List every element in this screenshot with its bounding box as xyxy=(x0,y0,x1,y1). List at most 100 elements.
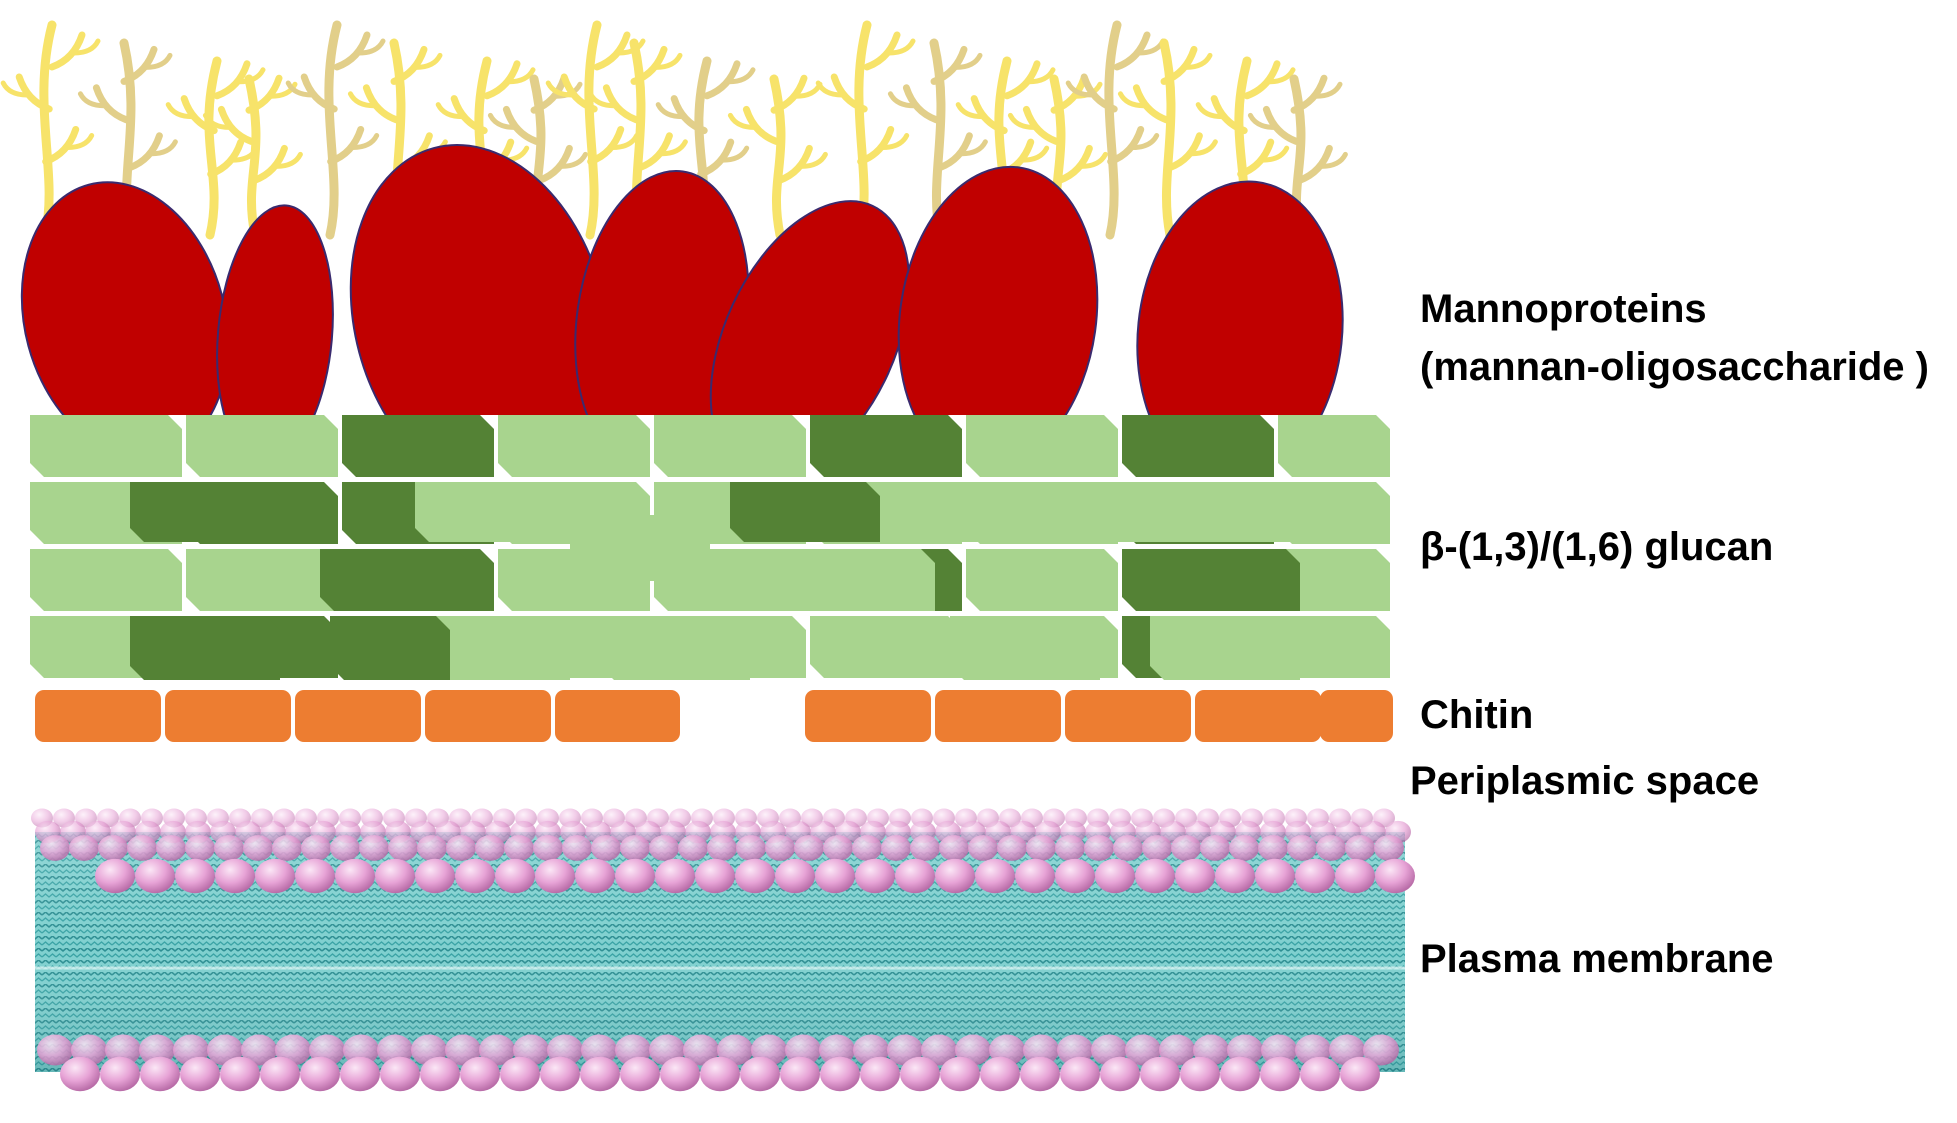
mannoproteins-label: Mannoproteins (mannan-oligosaccharide ) xyxy=(1420,280,1929,396)
lipid-head xyxy=(500,1056,540,1092)
lipid-head xyxy=(1180,1056,1220,1092)
glucan-label: β-(1,3)/(1,6) glucan xyxy=(1420,518,1773,576)
lipid-head xyxy=(330,835,360,861)
lipid-head xyxy=(794,835,824,861)
lipid-head xyxy=(1159,1034,1195,1066)
lipid-head xyxy=(562,835,592,861)
lipid-head xyxy=(1255,858,1295,894)
lipid-head xyxy=(823,835,853,861)
lipid-head xyxy=(815,858,855,894)
glucan-block xyxy=(30,415,182,477)
lipid-head xyxy=(591,835,621,861)
lipid-head xyxy=(975,858,1015,894)
chitin-segment xyxy=(555,690,680,742)
lipid-head xyxy=(935,858,975,894)
lipid-head xyxy=(255,858,295,894)
mannan-branch xyxy=(1117,38,1218,240)
lipid-head xyxy=(1215,858,1255,894)
glucan-block xyxy=(785,549,935,611)
glucan-block xyxy=(810,616,962,678)
lipid-head xyxy=(1125,1034,1161,1066)
lipid-head xyxy=(455,858,495,894)
lipid-head xyxy=(135,858,175,894)
glucan-block xyxy=(600,616,750,680)
glucan-block xyxy=(950,616,1100,680)
chitin-segment xyxy=(1195,690,1321,742)
chitin-segment xyxy=(1065,690,1191,742)
lipid-head xyxy=(900,1056,940,1092)
plasma-membrane-label-text: Plasma membrane xyxy=(1420,937,1774,981)
glucan-block xyxy=(1278,616,1390,678)
lipid-head xyxy=(140,1056,180,1092)
mannan-branch xyxy=(285,20,386,240)
glucan-block xyxy=(654,415,806,477)
plasma-membrane-label: Plasma membrane xyxy=(1420,930,1774,988)
lipid-head xyxy=(968,835,998,861)
lipid-head xyxy=(180,1056,220,1092)
chitin-layer xyxy=(35,690,1393,742)
mannoproteins-label-line1: Mannoproteins xyxy=(1420,287,1707,331)
lipid-head xyxy=(214,835,244,861)
lipid-head xyxy=(895,858,935,894)
lipid-head xyxy=(1261,1034,1297,1066)
lipid-head xyxy=(1316,835,1346,861)
lipid-head xyxy=(301,835,331,861)
glucan-block xyxy=(186,415,338,477)
lipid-head xyxy=(1175,858,1215,894)
lipid-head xyxy=(185,835,215,861)
lipid-head xyxy=(980,1056,1020,1092)
lipid-head xyxy=(495,858,535,894)
lipid-head xyxy=(533,835,563,861)
lipid-head xyxy=(740,1056,780,1092)
glucan-block xyxy=(966,415,1118,477)
lipid-head xyxy=(765,835,795,861)
chitin-segment xyxy=(1320,690,1393,742)
lipid-head xyxy=(100,1056,140,1092)
lipid-head xyxy=(243,835,273,861)
glucan-block xyxy=(1150,616,1300,680)
mannan-branch xyxy=(1065,20,1166,240)
glucan-block xyxy=(186,549,338,611)
glucan-block xyxy=(1150,549,1300,611)
lipid-head xyxy=(37,1034,73,1066)
mannan-branch xyxy=(1195,56,1296,240)
lipid-head xyxy=(260,1056,300,1092)
lipid-head xyxy=(1095,858,1135,894)
lipid-head xyxy=(69,835,99,861)
glucan-block xyxy=(30,549,182,611)
lipid-head xyxy=(695,858,735,894)
mannan-branch xyxy=(202,74,303,240)
lipid-head xyxy=(683,1034,719,1066)
lipid-head xyxy=(1142,835,1172,861)
lipid-head xyxy=(615,858,655,894)
lipid-head xyxy=(540,1056,580,1092)
glucan-block xyxy=(1278,415,1390,477)
lipid-head xyxy=(1335,858,1375,894)
lipid-head xyxy=(215,858,255,894)
glucan-block xyxy=(880,482,1020,542)
lipid-head xyxy=(60,1056,100,1092)
glucan-block xyxy=(810,415,962,477)
plasma-membrane xyxy=(31,808,1415,1092)
lipid-head xyxy=(1135,858,1175,894)
lipid-head xyxy=(1060,1056,1100,1092)
lipid-heads xyxy=(31,808,1415,1092)
lipid-head xyxy=(620,1056,660,1092)
glucan-block xyxy=(330,616,450,680)
lipid-head xyxy=(343,1034,379,1066)
lipid-head xyxy=(1055,835,1085,861)
lipid-head xyxy=(535,858,575,894)
lipid-head xyxy=(1260,1056,1300,1092)
glucan-block xyxy=(130,616,280,680)
periplasmic-space-label-text: Periplasmic space xyxy=(1410,759,1760,803)
glucan-block xyxy=(1278,549,1390,611)
lipid-head xyxy=(921,1034,957,1066)
lipid-head xyxy=(580,1056,620,1092)
lipid-head xyxy=(1295,858,1335,894)
lipid-head xyxy=(1113,835,1143,861)
lipid-head xyxy=(388,835,418,861)
lipid-head xyxy=(504,835,534,861)
lipid-head xyxy=(417,835,447,861)
lipid-head xyxy=(446,835,476,861)
